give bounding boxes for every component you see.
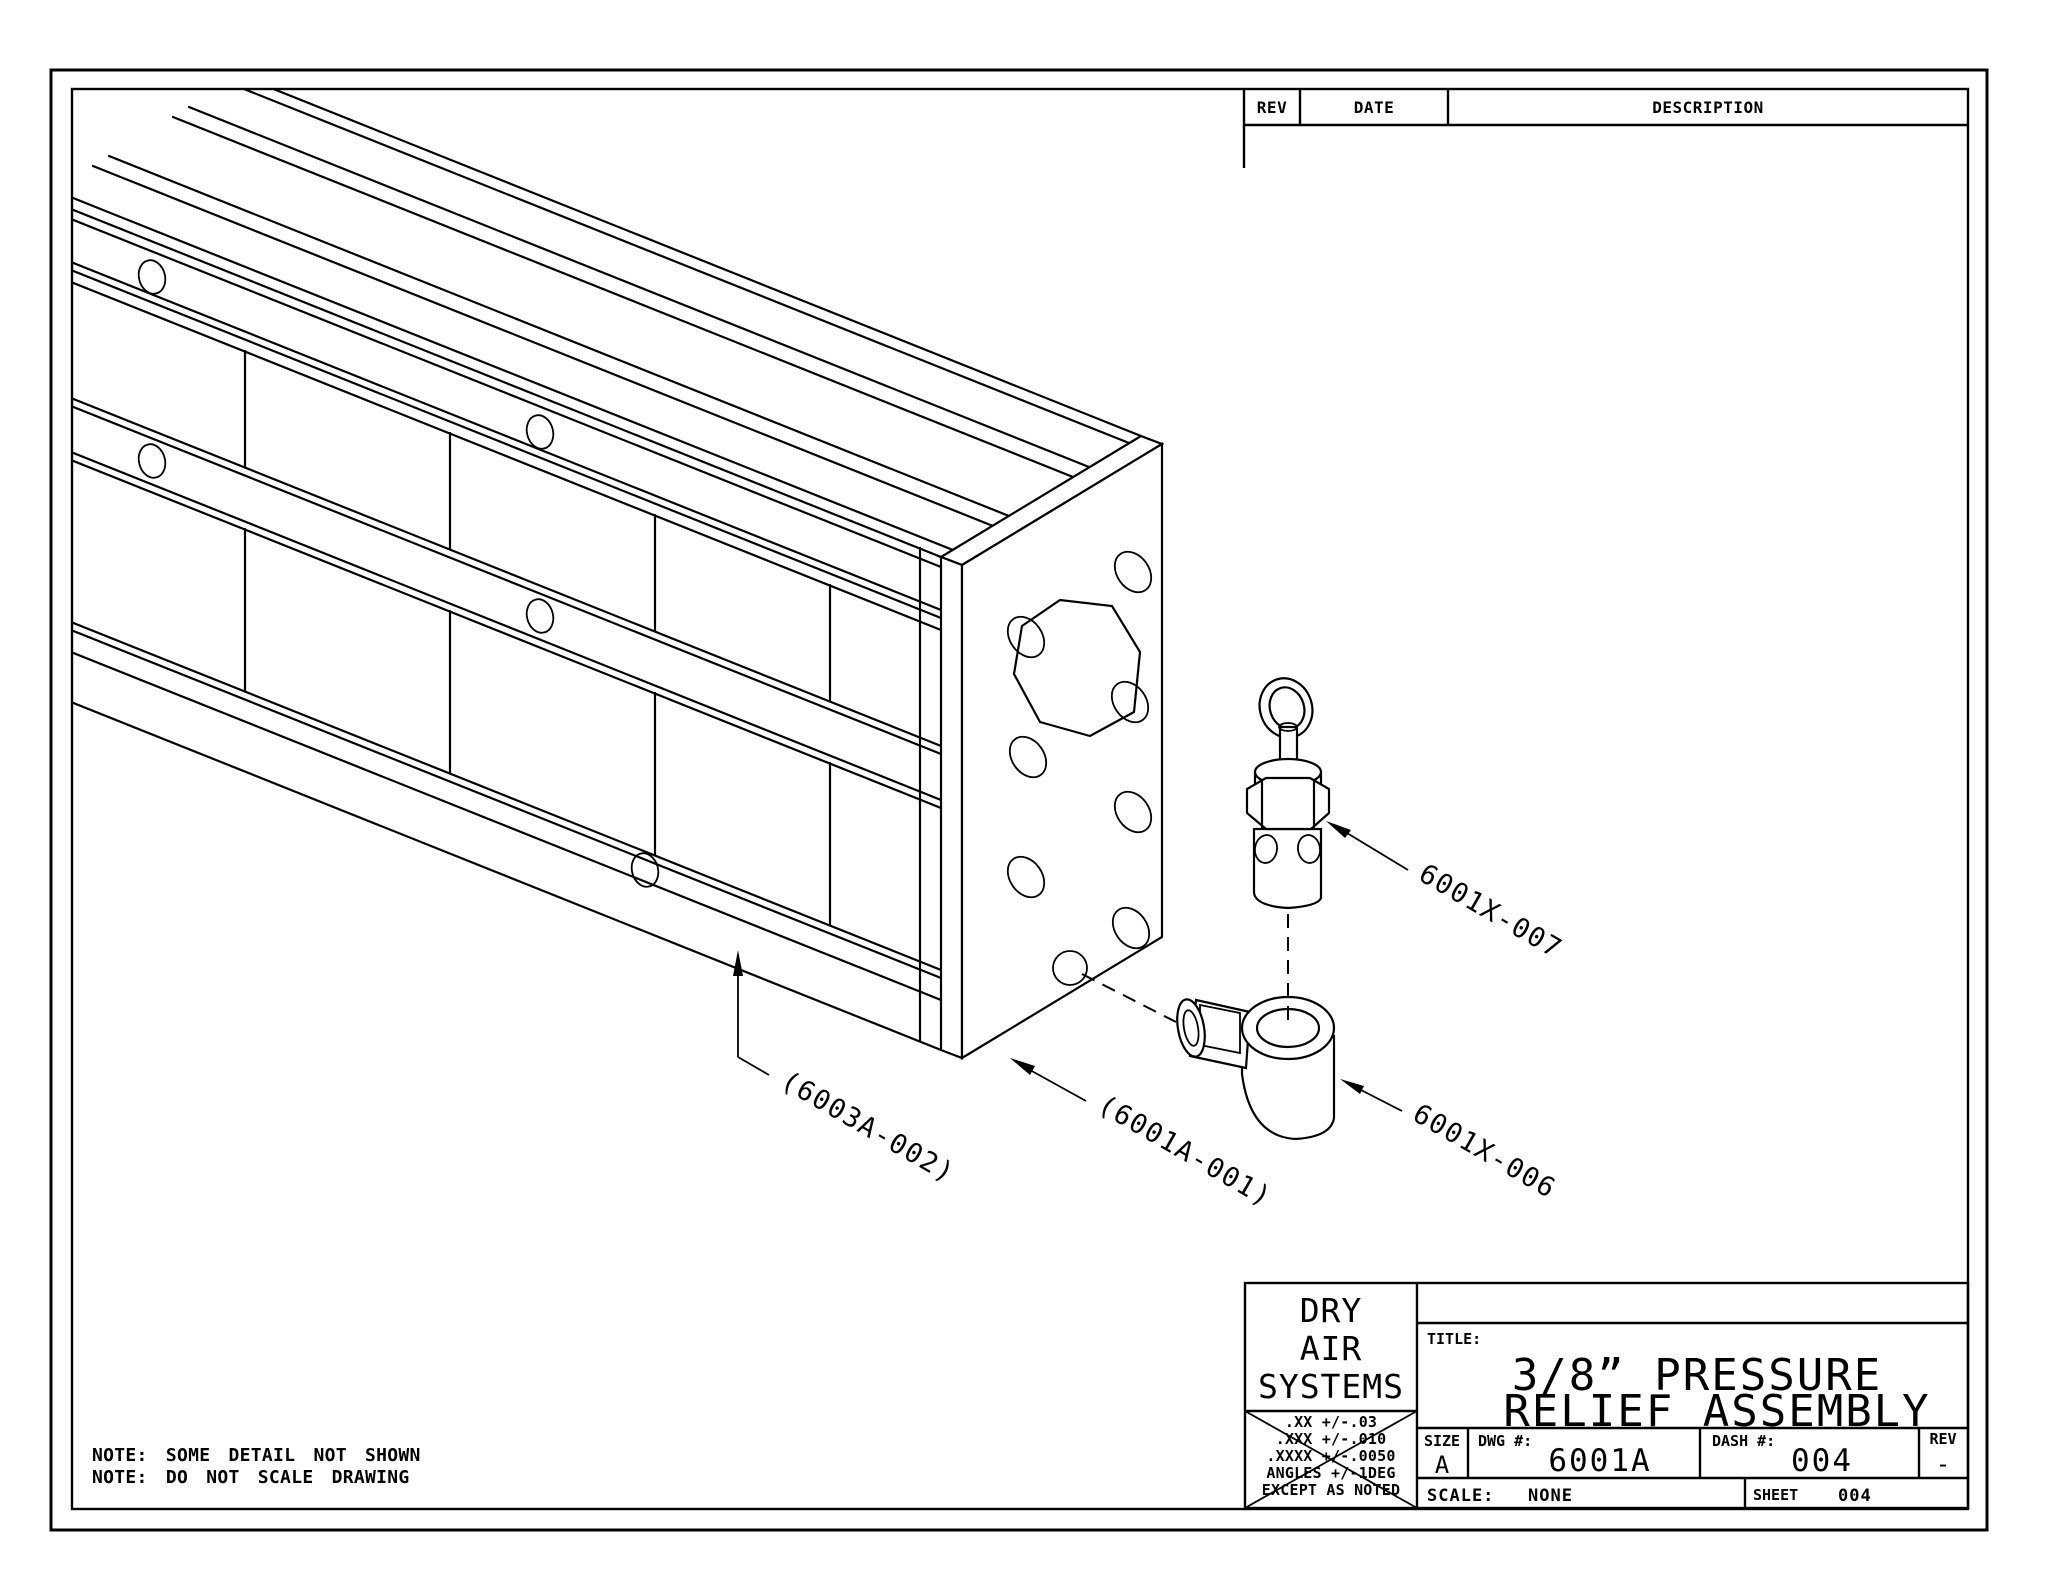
company-name-line1: DRY [1300, 1291, 1363, 1330]
company-name-line3: SYSTEMS [1258, 1367, 1404, 1406]
tolerance-line4: ANGLES +/-1DEG [1266, 1464, 1395, 1482]
label-rail: (6003A-002) [776, 1065, 961, 1190]
notes: NOTE: SOME DETAIL NOT SHOWN NOTE: DO NOT… [92, 1445, 421, 1488]
outer-border [49, 68, 1989, 1532]
plate-hole [1113, 550, 1153, 594]
tolerance-line2: .XXX +/-.010 [1276, 1430, 1387, 1448]
drawing-title-line2: RELIEF ASSEMBLY [1503, 1386, 1930, 1437]
dwg-number-value: 6001A [1548, 1443, 1651, 1479]
end-plate [938, 434, 1165, 1060]
title-block: DRY AIR SYSTEMS .XX +/-.03 .XXX +/-.010 … [1243, 1281, 1970, 1510]
tolerance-line3: .XXXX +/-.0050 [1266, 1447, 1395, 1465]
description-col-header: DESCRIPTION [1652, 98, 1763, 117]
label-valve: 6001X-007 [1414, 858, 1568, 965]
rail-hole [630, 852, 660, 888]
title-label: TITLE: [1427, 1330, 1481, 1348]
rail-hole [137, 443, 167, 479]
note-line-2: NOTE: DO NOT SCALE DRAWING [92, 1467, 410, 1488]
size-value: A [1435, 1451, 1450, 1479]
plate-hole [1113, 790, 1153, 834]
arrowhead [1326, 821, 1351, 838]
rail-hole [525, 414, 555, 450]
dwg-number-label: DWG #: [1478, 1432, 1532, 1450]
leader-end-plate: (6001A-001) [1010, 1058, 1277, 1214]
rev-value: - [1936, 1450, 1950, 1478]
rail-hole [525, 598, 555, 634]
rev-col-header: REV [1257, 98, 1287, 117]
sheet-label: SHEET [1753, 1486, 1798, 1504]
leader-rail: (6003A-002) [733, 950, 960, 1190]
plate-hole [1111, 906, 1151, 950]
relief-valve [1245, 677, 1331, 910]
plate-relief-port [1052, 950, 1088, 986]
arrowhead [1010, 1058, 1035, 1075]
leader-elbow: 6001X-006 [1340, 1079, 1561, 1205]
date-col-header: DATE [1354, 98, 1395, 117]
plate-hole [1006, 855, 1046, 899]
valve-hex-nut [1245, 776, 1331, 831]
rail-top-face [72, 89, 1143, 552]
plate-hole [1110, 680, 1150, 724]
tolerance-line5: EXCEPT AS NOTED [1262, 1481, 1400, 1499]
tolerance-line1: .XX +/-.03 [1285, 1413, 1377, 1431]
size-label: SIZE [1424, 1432, 1460, 1450]
drawing-title-line1: 3/8” PRESSURE [1512, 1350, 1882, 1401]
plate-hole [1008, 735, 1048, 779]
rail-hole [137, 259, 167, 295]
rail-front-face [72, 208, 943, 1052]
elbow-fitting [1176, 995, 1336, 1141]
arrowhead [1340, 1079, 1364, 1094]
dash-number-label: DASH #: [1712, 1432, 1775, 1450]
elbow-body [1240, 1034, 1336, 1141]
valve-vent-hole [1297, 834, 1321, 864]
isometric-view: (6003A-002) (6001A-001) 6001X-007 6001X-… [72, 89, 1567, 1214]
plate-hole [1006, 615, 1046, 659]
note-line-1: NOTE: SOME DETAIL NOT SHOWN [92, 1445, 421, 1466]
valve-vent-hole [1254, 834, 1278, 864]
dash-number-value: 004 [1791, 1443, 1853, 1479]
sheet-value: 004 [1838, 1486, 1872, 1506]
scale-label: SCALE: [1427, 1486, 1494, 1506]
inner-border [70, 87, 1970, 1511]
company-name-line2: AIR [1300, 1329, 1363, 1368]
leader-valve: 6001X-007 [1326, 821, 1567, 965]
tolerance-cross [1244, 1410, 1418, 1509]
scale-value: NONE [1528, 1486, 1573, 1506]
rev-label: REV [1929, 1430, 1956, 1448]
valve-body [1252, 827, 1323, 910]
label-end-plate: (6001A-001) [1093, 1089, 1278, 1214]
label-elbow: 6001X-006 [1408, 1098, 1562, 1205]
plate-center-bore [1012, 598, 1142, 738]
centerline-port-elbow [1081, 973, 1177, 1023]
revision-table: REV DATE DESCRIPTION [1242, 89, 1968, 168]
arrowhead [733, 950, 743, 976]
